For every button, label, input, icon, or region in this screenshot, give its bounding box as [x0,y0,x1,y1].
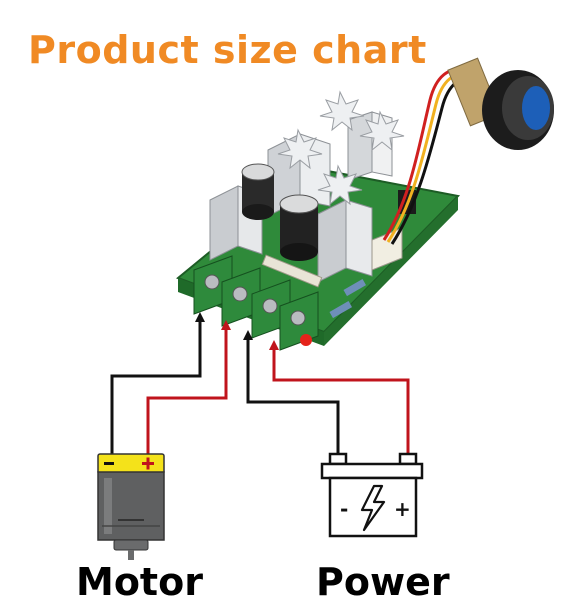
page-title: Product size chart [28,28,427,72]
pwm-controller-board-icon [176,90,461,351]
battery-plus-label: + [394,497,411,521]
lightning-icon [360,484,386,532]
led-indicator [300,334,312,346]
power-label: Power [316,560,450,604]
motor-label: Motor [76,560,203,604]
motor-minus-symbol [104,462,114,465]
capacitor [241,163,319,261]
battery-icon: - + [320,452,424,538]
wiring [110,312,410,462]
terminal-block [193,255,319,351]
resistor [329,301,353,319]
battery-minus-label: - [340,497,348,521]
fuse [261,254,323,288]
potentiometer-knob-icon [447,57,554,150]
resistor [343,279,367,297]
motor-icon [97,453,165,560]
